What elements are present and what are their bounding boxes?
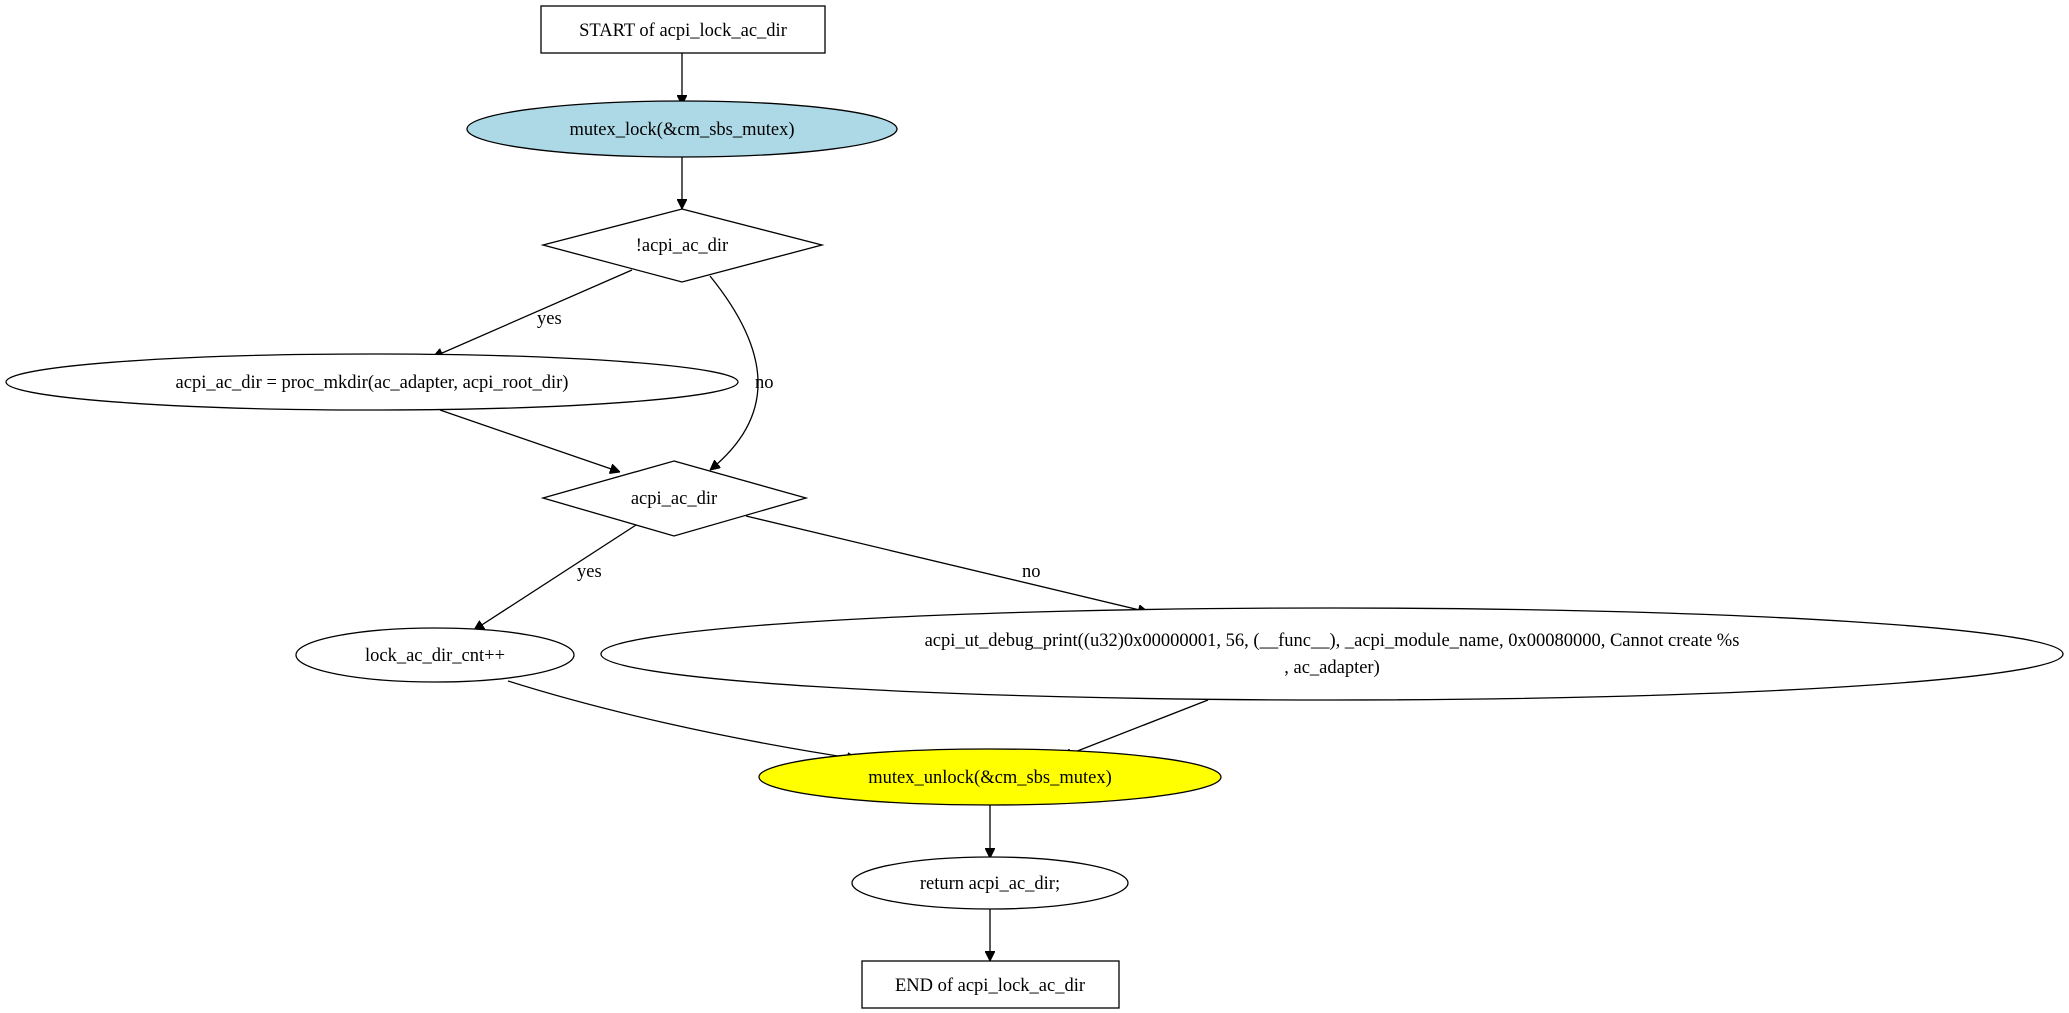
node-mutex-unlock-label: mutex_unlock(&cm_sbs_mutex) — [868, 768, 1112, 788]
node-return-label: return acpi_ac_dir; — [920, 874, 1060, 894]
edge-mkdir-to-cond-dir — [439, 409, 620, 472]
node-debug-print-label-line2: , ac_adapter) — [1284, 658, 1380, 678]
node-start-label: START of acpi_lock_ac_dir — [579, 21, 787, 41]
node-mkdir-label: acpi_ac_dir = proc_mkdir(ac_adapter, acp… — [176, 373, 569, 393]
edge-cond-not-dir-to-mkdir-yes — [433, 269, 633, 357]
node-end: END of acpi_lock_ac_dir — [861, 960, 1120, 1009]
node-lock-ac-dir-cnt-inc: lock_ac_dir_cnt++ — [295, 627, 575, 683]
node-mutex-unlock: mutex_unlock(&cm_sbs_mutex) — [758, 748, 1222, 806]
node-return: return acpi_ac_dir; — [851, 856, 1129, 910]
nodes: START of acpi_lock_ac_dir mutex_lock(&cm… — [5, 5, 2064, 1009]
edge-cond-not-dir-to-cond-dir-no — [710, 275, 759, 470]
node-debug-print: acpi_ut_debug_print((u32)0x00000001, 56,… — [600, 607, 2064, 701]
node-debug-print-label-line1: acpi_ut_debug_print((u32)0x00000001, 56,… — [925, 631, 1740, 651]
node-cond-acpi-ac-dir: acpi_ac_dir — [540, 460, 809, 537]
node-mkdir: acpi_ac_dir = proc_mkdir(ac_adapter, acp… — [5, 353, 739, 411]
edge-cond-dir-to-debug-print-no — [745, 515, 1148, 612]
node-cond-not-acpi-ac-dir-label: !acpi_ac_dir — [636, 236, 728, 256]
node-lock-ac-dir-cnt-inc-label: lock_ac_dir_cnt++ — [365, 646, 505, 666]
edge-label-yes-1: yes — [537, 309, 562, 329]
edges: yes no yes no — [433, 53, 1209, 961]
edge-label-no-2: no — [1022, 562, 1041, 582]
edge-label-yes-2: yes — [577, 562, 602, 582]
edge-cnt-inc-to-mutex-unlock — [507, 680, 857, 759]
node-cond-not-acpi-ac-dir: !acpi_ac_dir — [540, 208, 825, 283]
node-end-label: END of acpi_lock_ac_dir — [895, 976, 1085, 996]
node-start: START of acpi_lock_ac_dir — [540, 5, 826, 54]
edge-debug-print-to-mutex-unlock — [1062, 699, 1209, 757]
node-cond-acpi-ac-dir-label: acpi_ac_dir — [631, 489, 717, 509]
node-mutex-lock: mutex_lock(&cm_sbs_mutex) — [466, 100, 898, 158]
edge-cond-dir-to-cnt-inc-yes — [474, 524, 637, 630]
edge-label-no-1: no — [755, 373, 774, 393]
node-mutex-lock-label: mutex_lock(&cm_sbs_mutex) — [569, 120, 794, 140]
